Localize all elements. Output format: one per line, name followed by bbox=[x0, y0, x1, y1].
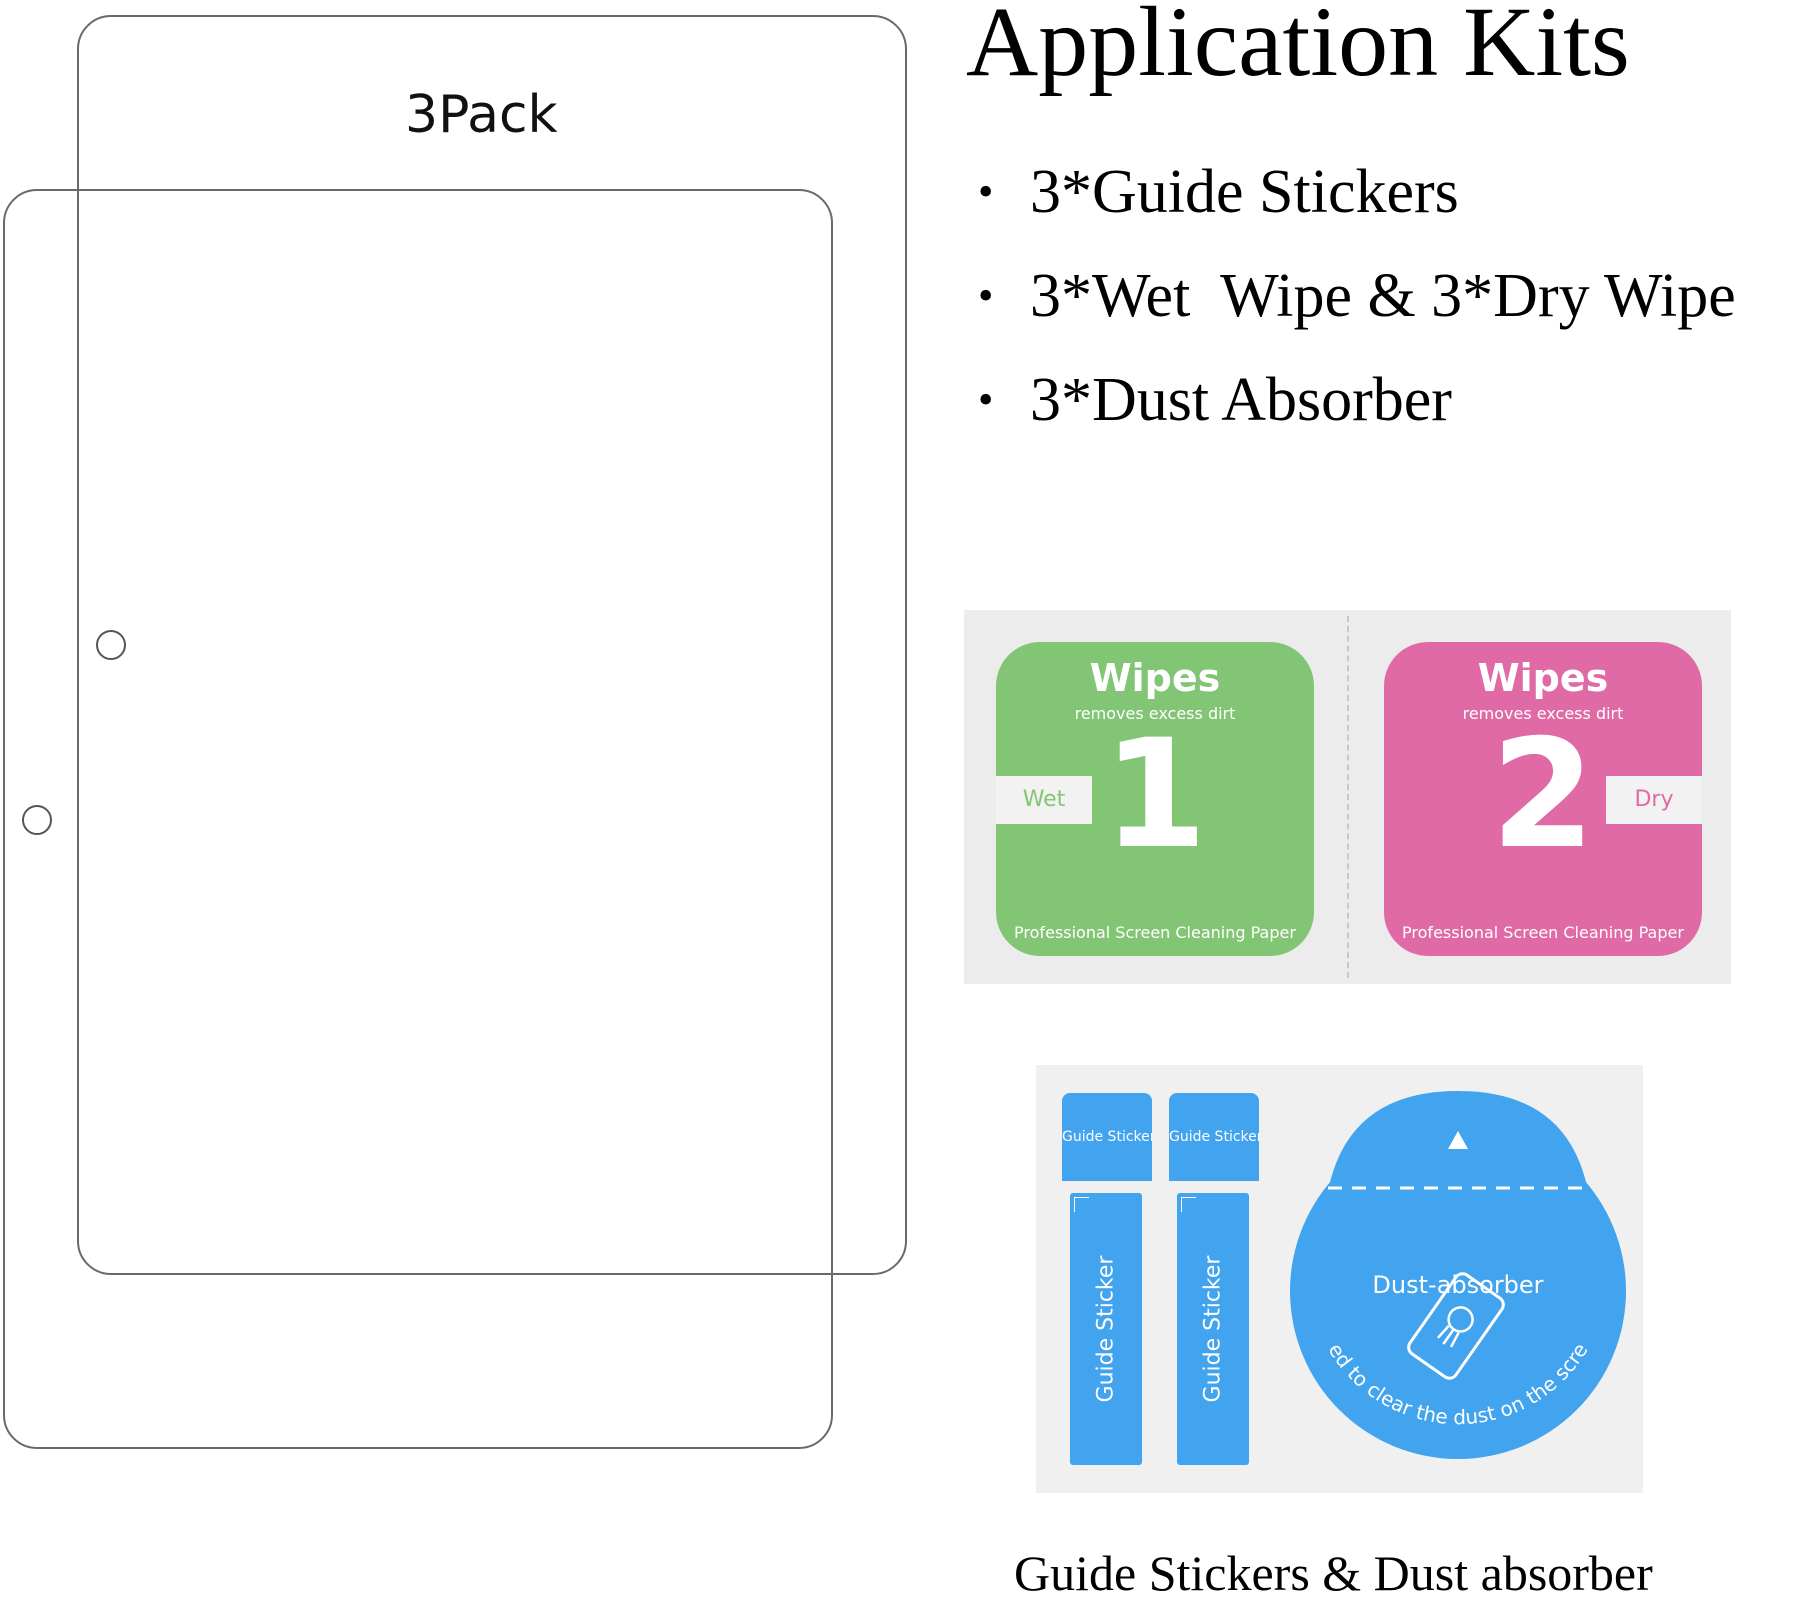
guide-sticker-strip: Guide Sticker bbox=[1177, 1193, 1249, 1465]
list-item: • 3*Wet Wipe & 3*Dry Wipe bbox=[978, 244, 1736, 348]
list-item-text: 3*Guide Stickers bbox=[1030, 158, 1459, 226]
sticker-panel: Guide Sticker Guide Sticker Guide Sticke… bbox=[1036, 1065, 1643, 1493]
screen-protector-front bbox=[3, 189, 833, 1449]
wipe-title: Wipes bbox=[1477, 656, 1609, 700]
wipes-panel: Wipes removes excess dirt Wet 1 Professi… bbox=[964, 610, 1731, 984]
camera-hole-back bbox=[96, 630, 126, 660]
dust-absorber-disc bbox=[1290, 1123, 1626, 1459]
fold-corner-icon bbox=[1181, 1197, 1196, 1212]
guide-sticker-tab: Guide Sticker bbox=[1169, 1093, 1259, 1181]
dust-absorber: Used to clear the dust on the screen Dus… bbox=[1281, 1072, 1628, 1476]
arrow-up-icon bbox=[1448, 1131, 1468, 1149]
dust-absorber-shape: Used to clear the dust on the screen bbox=[1281, 1072, 1626, 1459]
list-item: • 3*Dust Absorber bbox=[978, 348, 1736, 452]
bullet-icon: • bbox=[978, 271, 994, 320]
wipe-footer: Professional Screen Cleaning Paper bbox=[1402, 923, 1684, 942]
wipe-number: 2 bbox=[1490, 708, 1596, 882]
page-title: Application Kits bbox=[966, 0, 1630, 97]
wipe-number: 1 bbox=[1102, 708, 1208, 882]
guide-sticker-strip: Guide Sticker bbox=[1070, 1193, 1142, 1465]
wipes-divider bbox=[1347, 616, 1349, 978]
sticker-caption: Guide Stickers & Dust absorber bbox=[1014, 1545, 1653, 1601]
wipe-footer: Professional Screen Cleaning Paper bbox=[1014, 923, 1296, 942]
wipe-subtitle: removes excess dirt bbox=[1074, 704, 1236, 723]
list-item-text: 3*Dust Absorber bbox=[1030, 366, 1452, 434]
guide-sticker-tab: Guide Sticker bbox=[1062, 1093, 1152, 1181]
bullet-icon: • bbox=[978, 375, 994, 424]
wipe-subtitle: removes excess dirt bbox=[1462, 704, 1624, 723]
screen-protector-back bbox=[77, 15, 907, 1275]
list-item-text: 3*Wet Wipe & 3*Dry Wipe bbox=[1030, 262, 1736, 330]
wet-wipe-packet: Wipes removes excess dirt Wet 1 Professi… bbox=[996, 642, 1314, 956]
wipe-tag: Dry bbox=[1606, 776, 1702, 824]
dry-wipe-packet: Wipes removes excess dirt Dry 2 Professi… bbox=[1384, 642, 1702, 956]
bullet-icon: • bbox=[978, 167, 994, 216]
wipe-tag: Wet bbox=[996, 776, 1092, 824]
dust-absorber-label: Dust-absorber bbox=[1372, 1271, 1544, 1299]
wipe-title: Wipes bbox=[1089, 656, 1221, 700]
camera-hole-front bbox=[22, 805, 52, 835]
pack-label: 3Pack bbox=[405, 85, 558, 145]
phone-icon bbox=[1407, 1272, 1505, 1380]
list-item: • 3*Guide Stickers bbox=[978, 140, 1736, 244]
fold-corner-icon bbox=[1074, 1197, 1089, 1212]
guide-sticker-label: Guide Sticker bbox=[1093, 1255, 1119, 1403]
kit-list: • 3*Guide Stickers • 3*Wet Wipe & 3*Dry … bbox=[978, 140, 1736, 452]
guide-sticker-label: Guide Sticker bbox=[1200, 1255, 1226, 1403]
